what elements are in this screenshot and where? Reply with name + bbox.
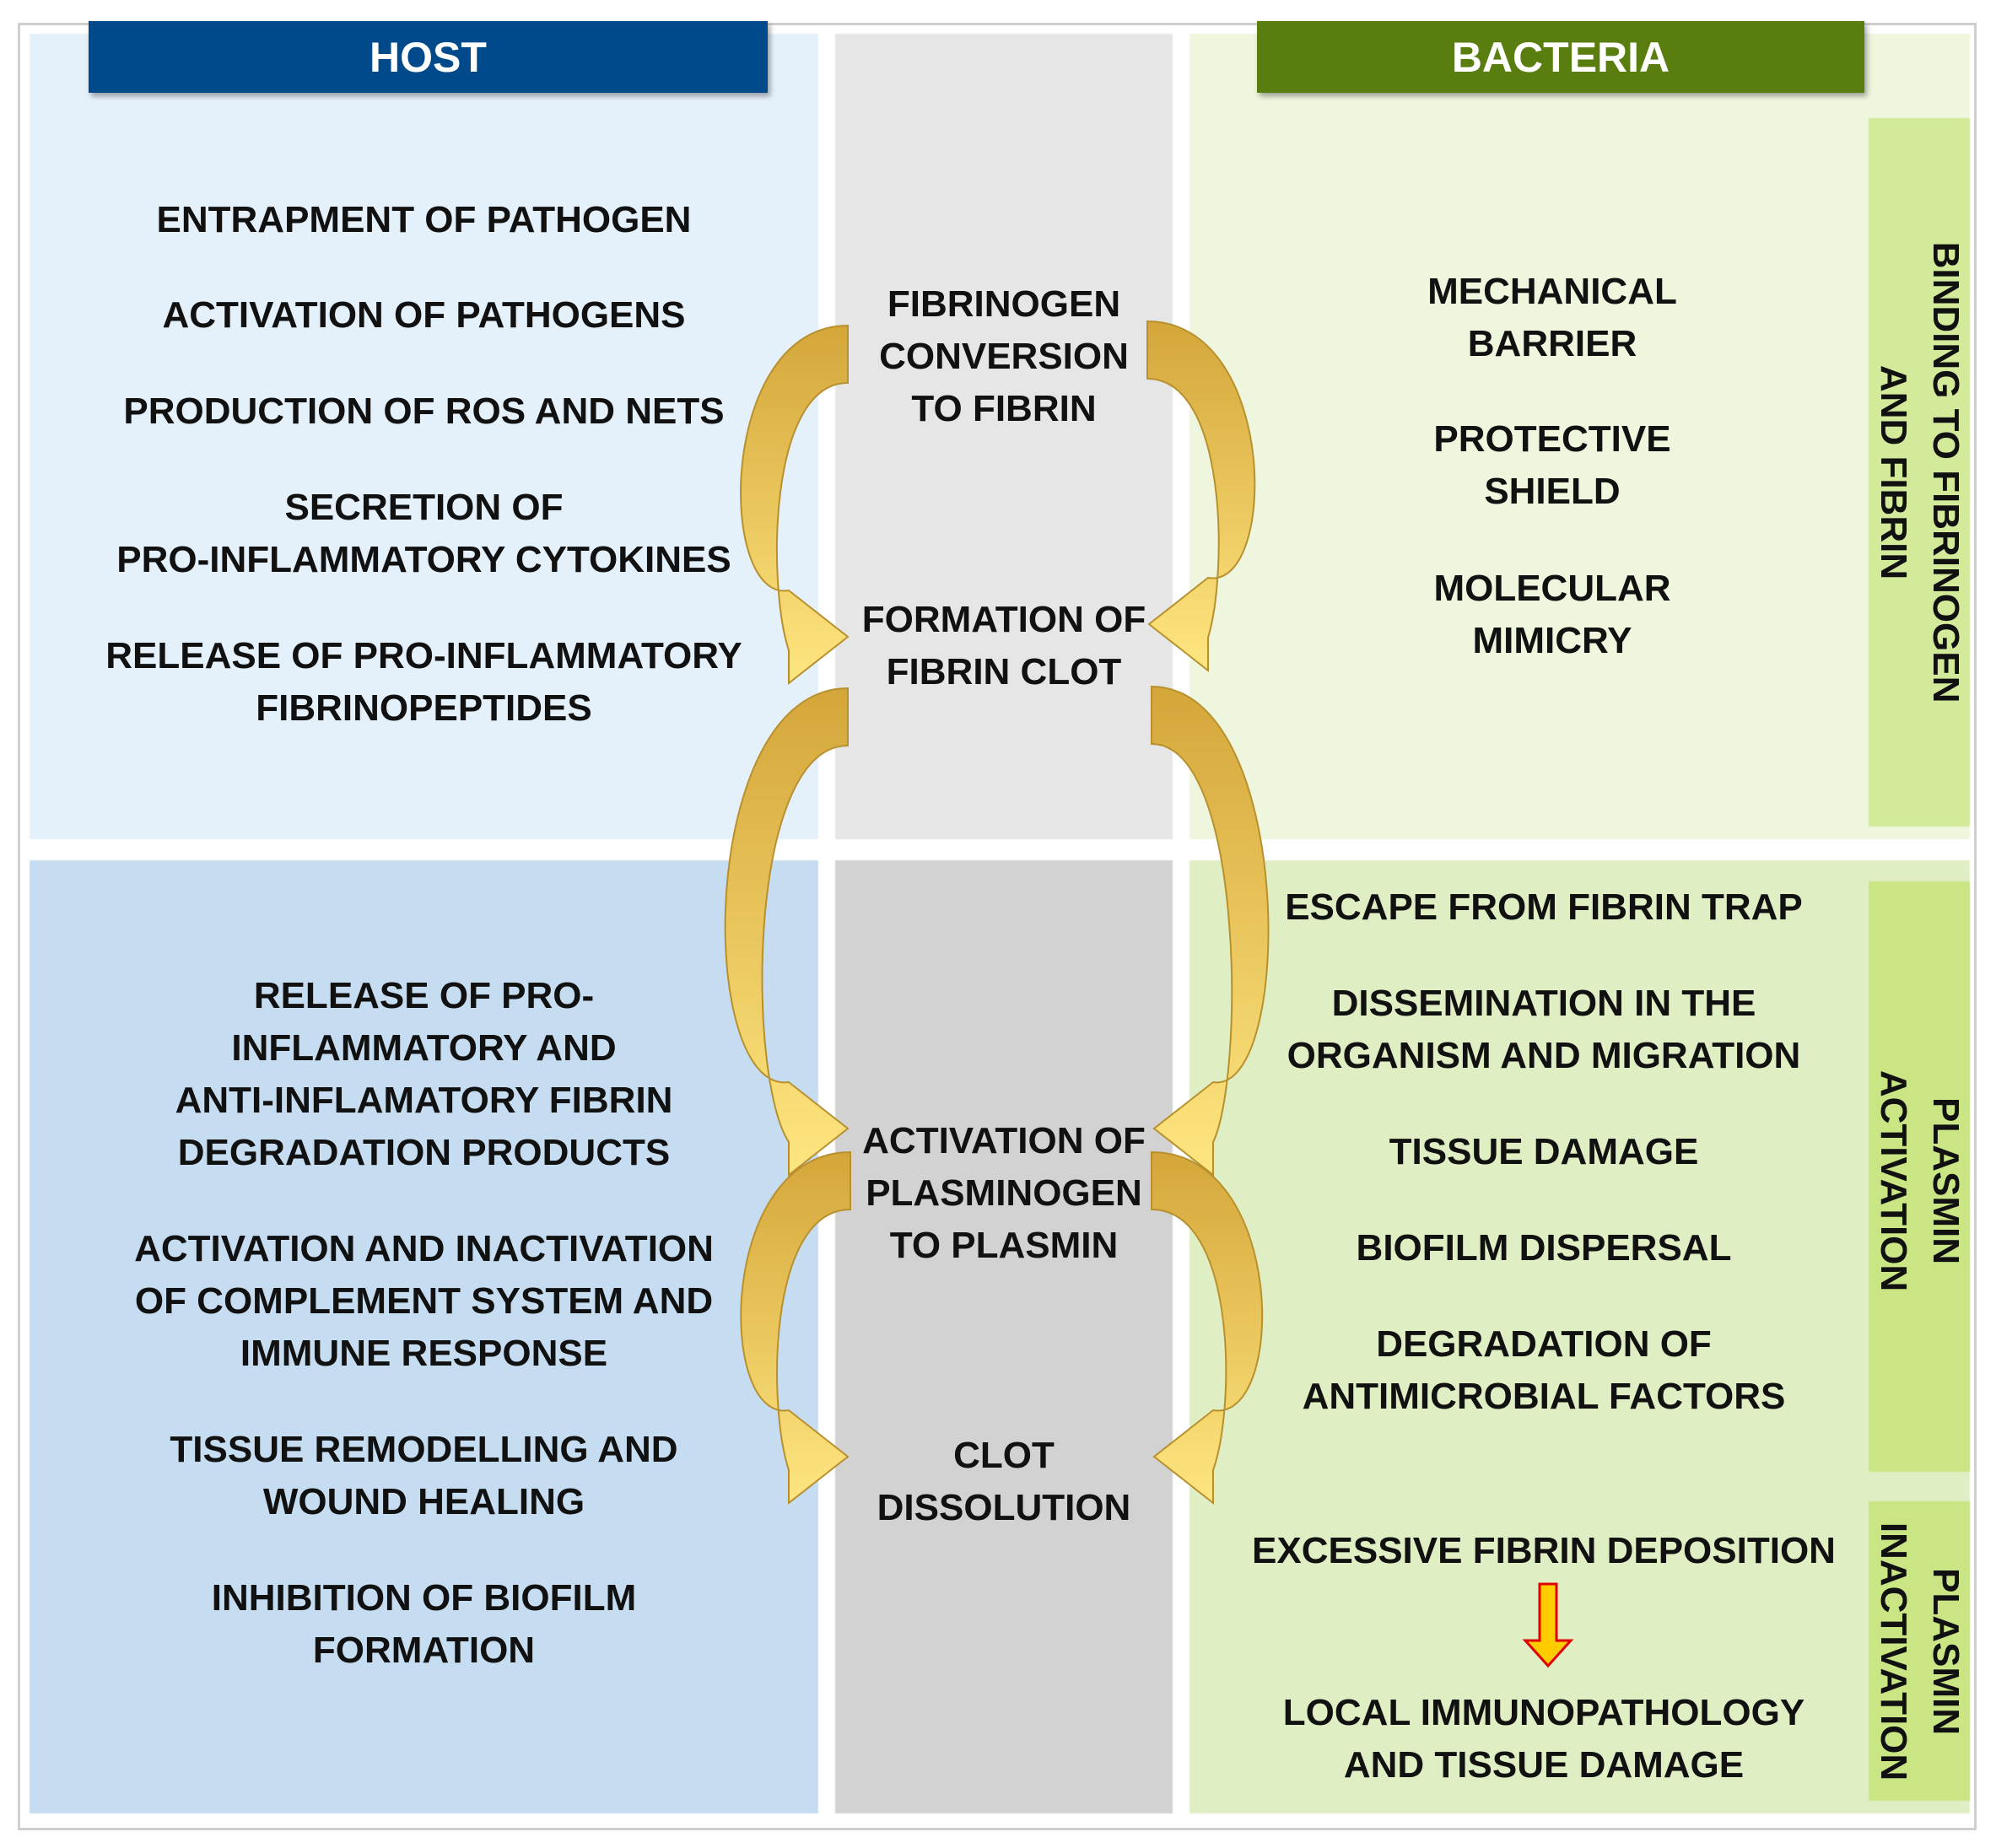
activation-strip [1869, 881, 1970, 1472]
arrow-left-3-icon [740, 1150, 851, 1506]
host-top-item-2: ACTIVATION OF PATHOGENS [162, 294, 686, 336]
plasmin-inactivation-label: PLASMIN INACTIVATION [1873, 1522, 1966, 1781]
binding-strip [1869, 118, 1970, 827]
host-top-item-3: PRODUCTION OF ROS AND NETS [123, 391, 725, 432]
plasmin-activation-label: PLASMIN ACTIVATION [1873, 1069, 1966, 1292]
bacteria-inactivation-item-2: LOCAL IMMUNOPATHOLOGY AND TISSUE DAMAGE [1282, 1692, 1805, 1786]
center-bottom-panel [835, 860, 1173, 1813]
arrow-left-2-icon [724, 687, 850, 1177]
bacteria-activation-item-1: ESCAPE FROM FIBRIN TRAP [1285, 886, 1803, 928]
host-top-item-1: ENTRAPMENT OF PATHOGEN [156, 199, 692, 240]
inactivation-strip [1869, 1501, 1970, 1801]
step-fibrinogen-conversion: FIBRINOGEN CONVERSION TO FIBRIN [879, 283, 1129, 429]
bacteria-inactivation-item-1: EXCESSIVE FIBRIN DEPOSITION [1252, 1530, 1836, 1571]
arrow-left-1-icon [740, 324, 850, 686]
host-top-item-5: RELEASE OF PRO-INFLAMMATORY FIBRINOPEPTI… [105, 635, 742, 729]
binding-label: BINDING TO FIBRINOGEN AND FIBRIN [1873, 241, 1966, 703]
step-plasminogen-activation: ACTIVATION OF PLASMINOGEN TO PLASMIN [862, 1120, 1146, 1266]
bacteria-header: BACTERIA [1257, 21, 1864, 93]
host-top-item-4: SECRETION OF PRO-INFLAMMATORY CYTOKINES [116, 487, 731, 580]
host-top-panel [30, 34, 818, 839]
host-bottom-panel [30, 860, 818, 1813]
down-arrow-icon [1522, 1582, 1574, 1668]
arrow-right-1-icon [1146, 320, 1256, 673]
bacteria-binding-item-2: PROTECTIVE SHIELD [1433, 418, 1671, 512]
step-fibrin-clot: FORMATION OF FIBRIN CLOT [861, 599, 1146, 692]
bacteria-activation-item-2: DISSEMINATION IN THE ORGANISM AND MIGRAT… [1287, 983, 1801, 1076]
arrow-right-3-icon [1151, 1150, 1264, 1506]
bacteria-activation-item-4: BIOFILM DISPERSAL [1356, 1227, 1732, 1269]
host-header: HOST [89, 21, 768, 93]
host-bottom-item-2: ACTIVATION AND INACTIVATION OF COMPLEMEN… [134, 1228, 714, 1374]
host-bottom-item-3: TISSUE REMODELLING AND WOUND HEALING [170, 1429, 678, 1522]
arrow-right-2-icon [1151, 685, 1270, 1177]
bacteria-binding-item-3: MOLECULAR MIMICRY [1433, 568, 1671, 661]
step-clot-dissolution: CLOT DISSOLUTION [877, 1435, 1131, 1528]
center-top-panel [835, 34, 1173, 839]
bacteria-bottom-panel [1190, 860, 1970, 1813]
bacteria-activation-item-3: TISSUE DAMAGE [1389, 1131, 1699, 1172]
bacteria-top-panel [1190, 34, 1970, 839]
bacteria-activation-item-5: DEGRADATION OF ANTIMICROBIAL FACTORS [1302, 1323, 1786, 1417]
host-bottom-item-4: INHIBITION OF BIOFILM FORMATION [211, 1577, 637, 1671]
bacteria-binding-item-1: MECHANICAL BARRIER [1427, 271, 1677, 364]
host-bottom-item-1: RELEASE OF PRO- INFLAMMATORY AND ANTI-IN… [175, 975, 673, 1173]
